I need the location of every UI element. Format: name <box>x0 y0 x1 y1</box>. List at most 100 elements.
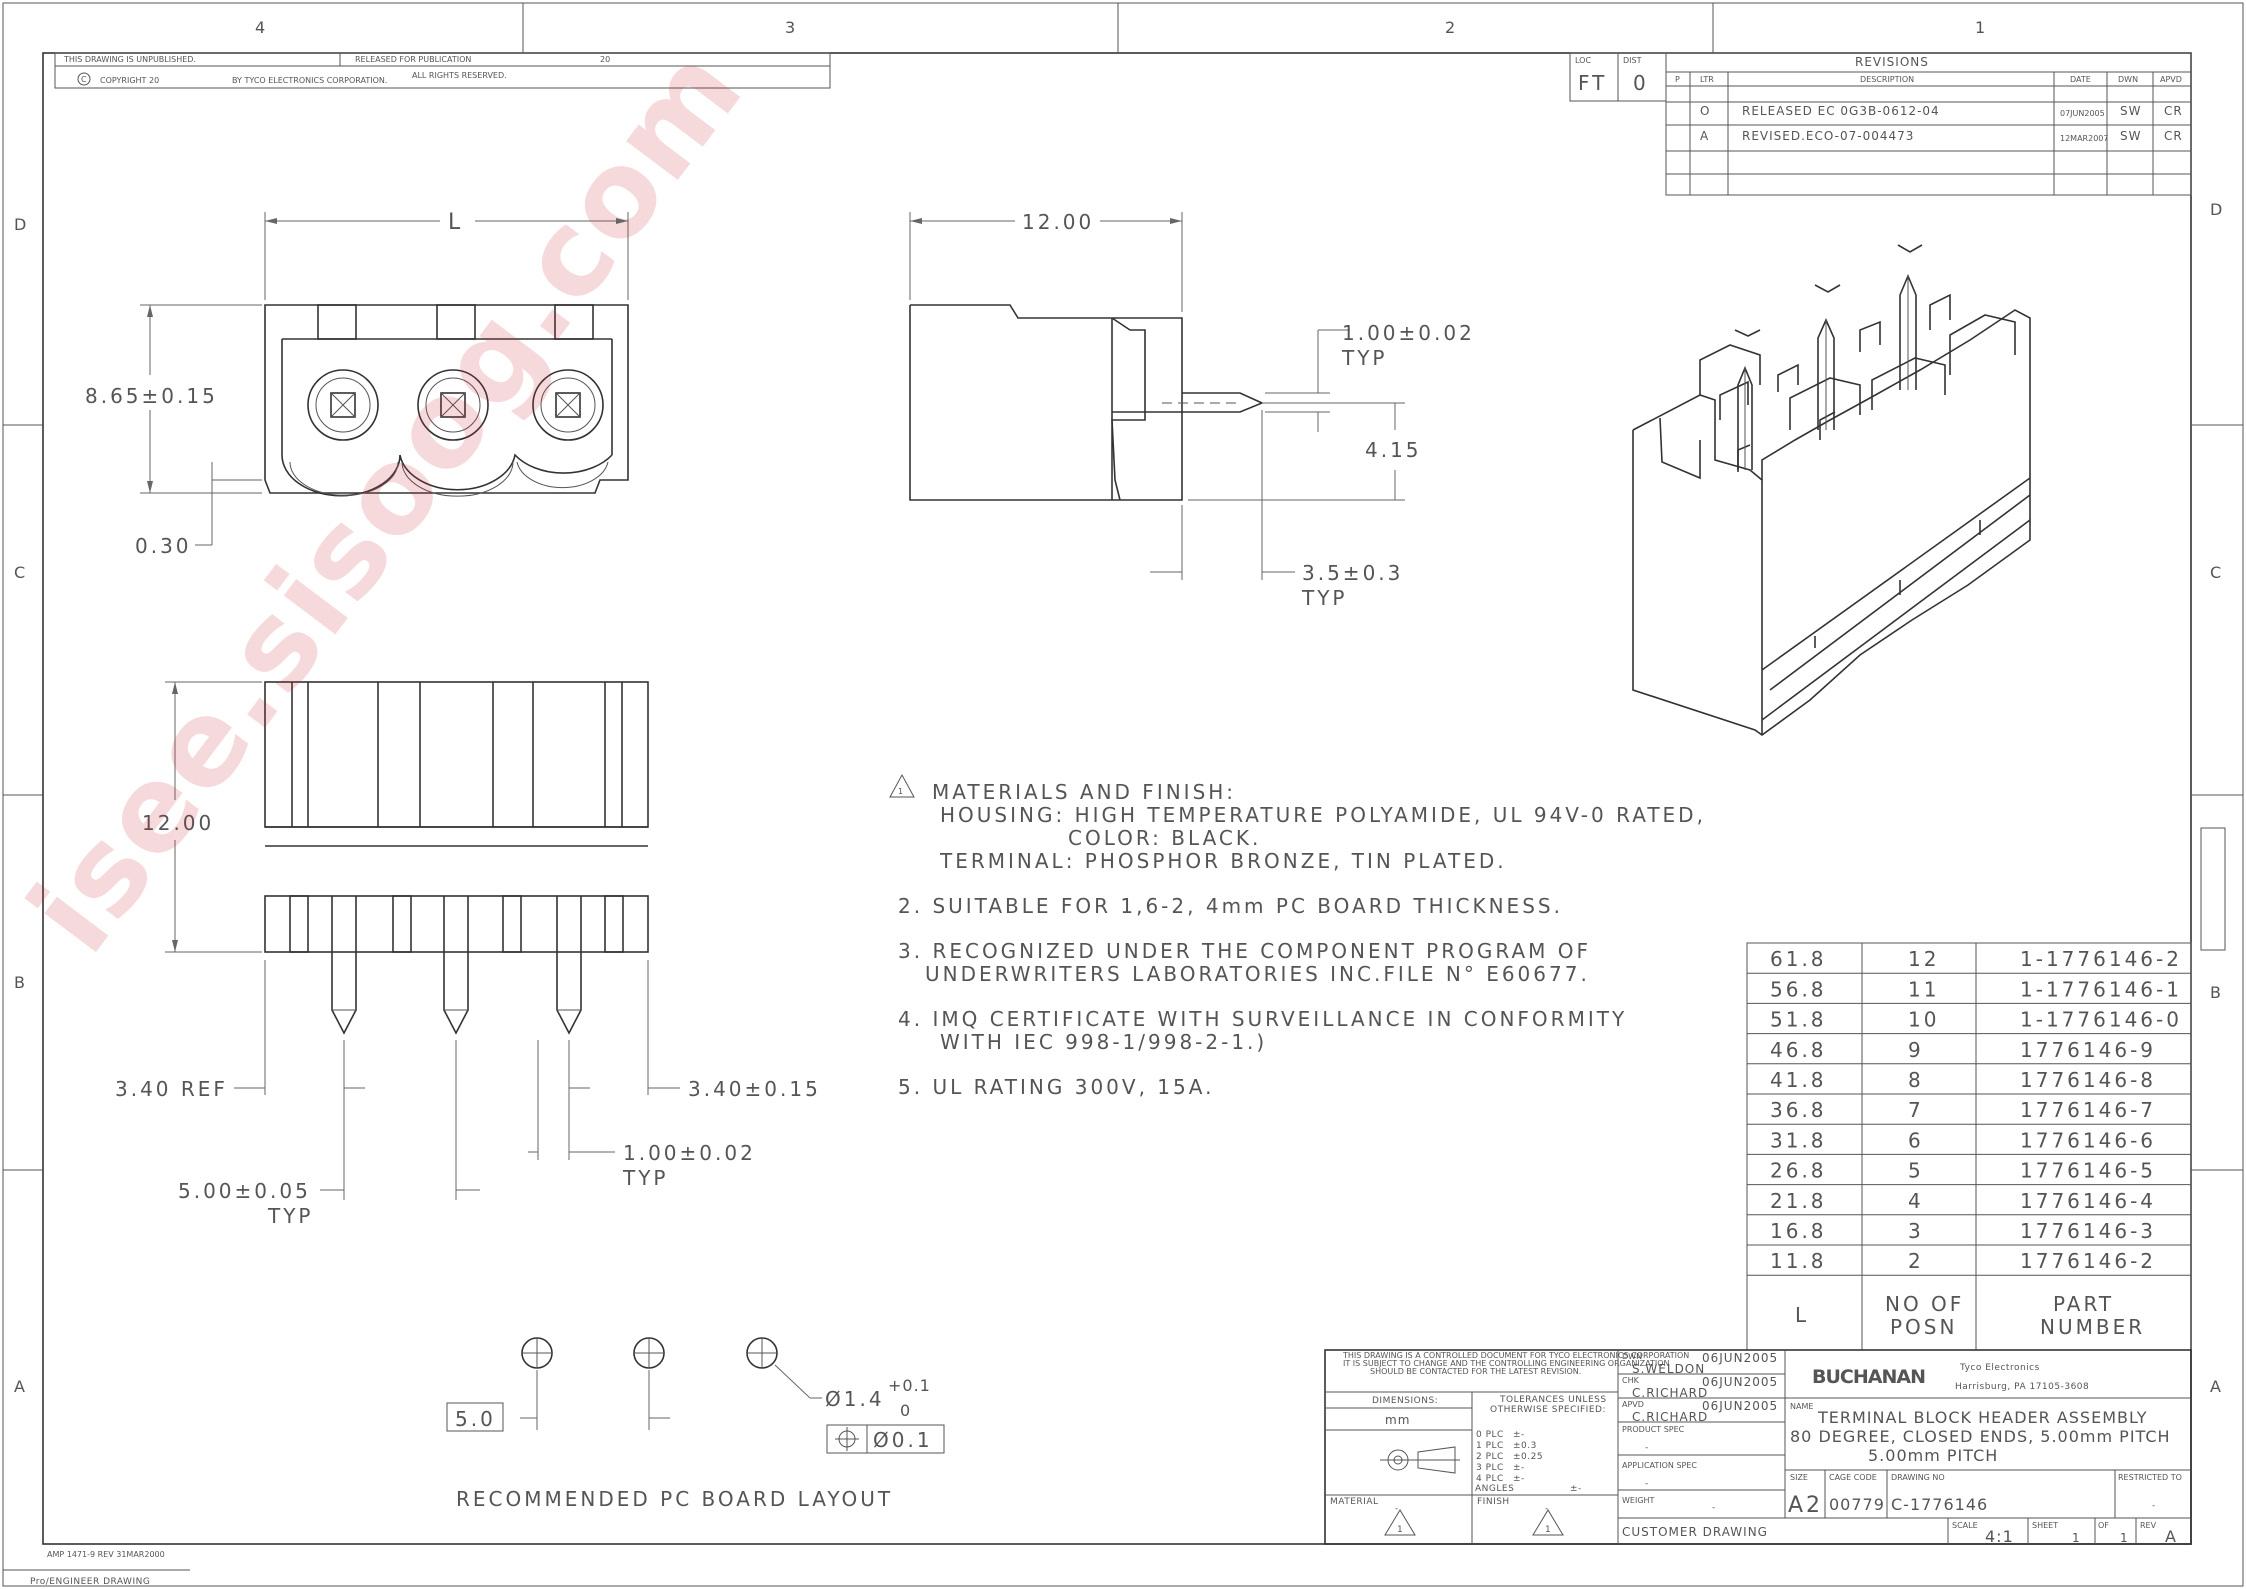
part-row-positions: 10 <box>1908 1008 1939 1032</box>
part-row-number: 1776146-6 <box>2020 1128 2156 1152</box>
part-row-length: 56.8 <box>1770 977 1827 1001</box>
svg-text:1: 1 <box>2120 1531 2129 1545</box>
part-row-positions: 4 <box>1908 1189 1924 1213</box>
part-row-number: 1776146-5 <box>2020 1159 2156 1183</box>
svg-text:12MAR2007: 12MAR2007 <box>2060 134 2108 143</box>
svg-text:C.RICHARD: C.RICHARD <box>1632 1386 1708 1400</box>
part-row-length: 46.8 <box>1770 1038 1827 1062</box>
part-row-length: 26.8 <box>1770 1159 1827 1183</box>
svg-text:COLOR: BLACK.: COLOR: BLACK. <box>1068 826 1261 850</box>
dimension-arrowhead <box>1170 218 1182 224</box>
front-view: L 8.65±0.15 0.30 <box>85 210 629 558</box>
part-row-number: 1776146-4 <box>2020 1189 2156 1213</box>
part-row-number: 1776146-7 <box>2020 1098 2156 1122</box>
svg-text:DIMENSIONS:: DIMENSIONS: <box>1372 1396 1438 1406</box>
svg-text:20: 20 <box>600 55 610 64</box>
tolerance-place: 0 PLC <box>1476 1430 1504 1440</box>
svg-text:ALL RIGHTS RESERVED.: ALL RIGHTS RESERVED. <box>412 71 507 80</box>
svg-text:COPYRIGHT 20: COPYRIGHT 20 <box>100 76 159 85</box>
part-row-length: 51.8 <box>1770 1008 1827 1032</box>
tolerance-place: 1 PLC <box>1476 1441 1504 1451</box>
dimension-arrowhead <box>616 218 628 224</box>
svg-text:+0.1: +0.1 <box>888 1376 931 1395</box>
part-row-length: 31.8 <box>1770 1128 1827 1152</box>
svg-text:RESTRICTED TO: RESTRICTED TO <box>2118 1473 2182 1482</box>
svg-text:RELEASED EC 0G3B-0612-04: RELEASED EC 0G3B-0612-04 <box>1742 104 1940 118</box>
svg-text:mm: mm <box>1385 1413 1410 1427</box>
svg-text:3.40 REF: 3.40 REF <box>115 1077 228 1101</box>
svg-text:WEIGHT: WEIGHT <box>1622 1496 1655 1505</box>
svg-text:isee.sisoog.com: isee.sisoog.com <box>2 22 769 977</box>
svg-text:CHK: CHK <box>1622 1376 1640 1385</box>
svg-text:C: C <box>14 563 26 582</box>
svg-text:MATERIAL: MATERIAL <box>1330 1497 1379 1507</box>
svg-text:C: C <box>2210 563 2222 582</box>
svg-text:O: O <box>1700 104 1710 118</box>
side-view: 12.00 1.00±0.02 TYP 4.15 3.5±0.3 TYP <box>909 210 1472 610</box>
part-row-number: 1-1776146-2 <box>2020 947 2182 971</box>
svg-text:4.15: 4.15 <box>1365 438 1422 462</box>
svg-text:L: L <box>448 210 463 235</box>
part-row-positions: 11 <box>1908 977 1939 1001</box>
watermark: isee.sisoog.com <box>2 22 769 977</box>
tolerance-place: 4 PLC <box>1476 1474 1504 1484</box>
svg-text:3.40±0.15: 3.40±0.15 <box>688 1077 821 1101</box>
svg-text:4: 4 <box>255 18 266 37</box>
svg-text:APVD: APVD <box>2160 75 2182 84</box>
svg-text:C-1776146: C-1776146 <box>1891 1495 1988 1514</box>
notes: 1 MATERIALS AND FINISH: HOUSING: HIGH TE… <box>889 773 1706 1099</box>
svg-text:80 DEGREE, CLOSED ENDS, 5.00mm: 80 DEGREE, CLOSED ENDS, 5.00mm PITCH <box>1790 1427 2171 1446</box>
svg-text:Harrisburg, PA 17105-3608: Harrisburg, PA 17105-3608 <box>1955 1382 2089 1392</box>
svg-text:A: A <box>2165 1527 2177 1546</box>
svg-text:TYP: TYP <box>1301 586 1348 610</box>
tolerance-value: ±0.25 <box>1513 1452 1543 1462</box>
svg-text:BUCHANAN: BUCHANAN <box>1812 1366 1925 1388</box>
svg-text:THIS DRAWING IS UNPUBLISHED.: THIS DRAWING IS UNPUBLISHED. <box>63 55 196 64</box>
svg-text:07JUN2005: 07JUN2005 <box>2060 109 2105 118</box>
svg-text:SIZE: SIZE <box>1790 1473 1808 1482</box>
svg-text:REVISED.ECO-07-004473: REVISED.ECO-07-004473 <box>1742 129 1914 143</box>
part-row-positions: 6 <box>1908 1128 1924 1152</box>
svg-text:12.00: 12.00 <box>1022 210 1094 234</box>
svg-text:-: - <box>1645 1443 1649 1453</box>
svg-text:-: - <box>2152 1501 2156 1511</box>
svg-text:SW: SW <box>2120 129 2141 143</box>
svg-text:SCALE: SCALE <box>1952 1521 1978 1530</box>
part-row-length: 16.8 <box>1770 1219 1827 1243</box>
dimension-arrowhead <box>265 218 277 224</box>
revisions-table: REVISIONS P LTR DESCRIPTION DATE DWN APV… <box>1665 52 2192 196</box>
svg-text:LOC: LOC <box>1575 56 1591 65</box>
svg-text:00779: 00779 <box>1829 1495 1885 1514</box>
svg-text:L: L <box>1795 1303 1809 1327</box>
part-row-length: 41.8 <box>1770 1068 1827 1092</box>
svg-text:OF: OF <box>2098 1521 2109 1530</box>
svg-text:A: A <box>2210 1377 2222 1396</box>
svg-text:TYP: TYP <box>1341 346 1388 370</box>
svg-text:NO OF: NO OF <box>1885 1292 1964 1316</box>
svg-text:2. SUITABLE FOR 1,6-2, 4mm PC: 2. SUITABLE FOR 1,6-2, 4mm PC BOARD THIC… <box>898 894 1563 918</box>
part-row-positions: 5 <box>1908 1159 1924 1183</box>
isometric-view <box>1632 244 2031 736</box>
part-row-number: 1776146-9 <box>2020 1038 2156 1062</box>
footer: AMP 1471-9 REV 31MAR2000 Pro/ENGINEER DR… <box>3 1550 190 1587</box>
part-row-positions: 9 <box>1908 1038 1924 1062</box>
svg-text:A: A <box>1700 129 1709 143</box>
svg-text:P: P <box>1675 75 1680 84</box>
svg-text:SHOULD BE CONTACTED FOR THE LA: SHOULD BE CONTACTED FOR THE LATEST REVIS… <box>1370 1367 1581 1376</box>
svg-text:RELEASED FOR PUBLICATION: RELEASED FOR PUBLICATION <box>355 55 471 64</box>
svg-text:UNDERWRITERS LABORATORIES INC.: UNDERWRITERS LABORATORIES INC.FILE N° E6… <box>925 962 1590 986</box>
dimension-arrowhead <box>172 940 178 952</box>
svg-text:06JUN2005: 06JUN2005 <box>1702 1399 1778 1413</box>
svg-text:HOUSING: HIGH TEMPERATURE POLY: HOUSING: HIGH TEMPERATURE POLYAMIDE, UL … <box>940 803 1706 827</box>
svg-text:±-: ±- <box>1570 1484 1582 1494</box>
svg-text:Pro/ENGINEER DRAWING: Pro/ENGINEER DRAWING <box>30 1577 150 1587</box>
tolerance-place: 2 PLC <box>1476 1452 1504 1462</box>
svg-text:CR: CR <box>2164 104 2183 118</box>
dimension-arrowhead <box>910 218 922 224</box>
svg-text:1: 1 <box>898 787 903 796</box>
svg-text:Ø1.4: Ø1.4 <box>825 1387 885 1411</box>
svg-text:B: B <box>14 973 26 992</box>
